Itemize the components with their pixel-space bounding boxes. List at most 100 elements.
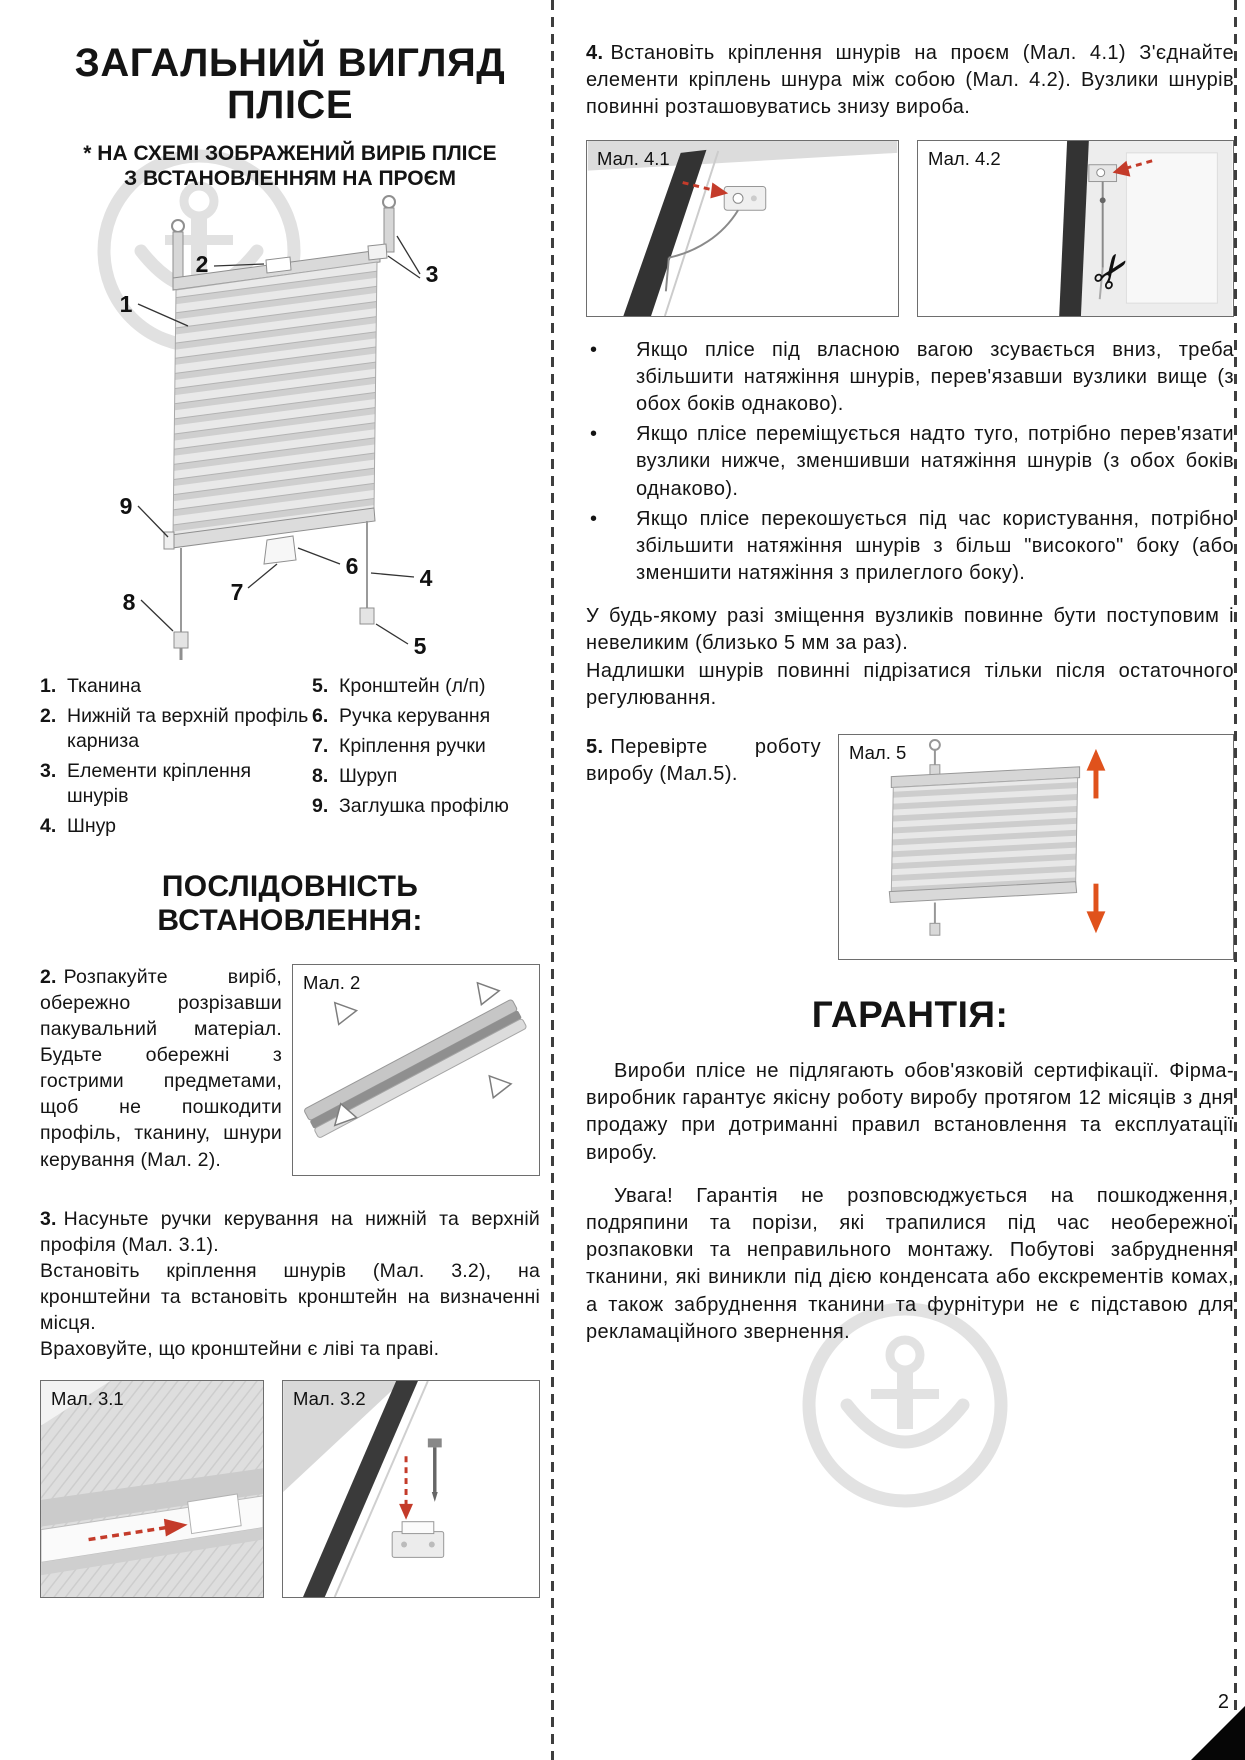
figure-3-1: Мал. 3.1 — [40, 1380, 264, 1599]
figure-4-1-label: Мал. 4.1 — [597, 147, 670, 169]
legend-num: 1. — [40, 675, 57, 697]
unpack-arrow-icons — [333, 981, 513, 1127]
cord-fixing-right — [359, 607, 375, 625]
cord-bracket — [723, 185, 767, 211]
bullet-item: • Якщо плісе перекошується під час корис… — [586, 506, 1234, 588]
legend-text: Шнур — [67, 814, 117, 837]
step3-paragraph-2: Встановіть кріплення шнурів (Мал. 3.2), … — [40, 1259, 540, 1335]
step4-number: 4. — [586, 42, 604, 64]
legend-item: 5. Кронштейн (л/п) — [312, 674, 540, 699]
figure-3-2-graphic — [283, 1381, 539, 1598]
section-title-installation: ПОСЛІДОВНІСТЬ ВСТАНОВЛЕННЯ: — [157, 869, 423, 937]
warranty-paragraph-1: Вироби плісе не підлягають обов'язковій … — [586, 1060, 1234, 1164]
adjustment-note-1: У будь-якому разі зміщення вузликів пови… — [586, 605, 1234, 655]
warranty-title: ГАРАНТІЯ: — [811, 994, 1009, 1035]
callout-4: 4 — [420, 565, 433, 591]
pleated-fabric — [172, 261, 378, 539]
down-arrow-icon — [1086, 883, 1106, 934]
bullet-marker: • — [590, 507, 598, 530]
figure-5: Мал. 5 — [838, 734, 1234, 960]
top-bracket-right — [382, 195, 396, 253]
brand-watermark-icon — [802, 1302, 1008, 1508]
legend-item: 8. Шуруп — [312, 764, 540, 789]
step3-text-1: Насуньте ручки керування на нижній та ве… — [40, 1207, 540, 1256]
page-title: ЗАГАЛЬНИЙ ВИГЛЯД ПЛІСЕ — [40, 42, 540, 127]
right-column: 4.Встановіть кріплення шнурів на проєм (… — [586, 40, 1234, 1346]
adjustment-bullet-list: • Якщо плісе під власною вагою зсуваєтьс… — [586, 337, 1234, 588]
legend-item: 7.Кріплення ручки — [312, 734, 540, 759]
legend-text: Кріплення ручки — [339, 734, 486, 757]
callout-6: 6 — [346, 553, 359, 579]
callout-9: 9 — [120, 493, 133, 519]
plisse-overview-diagram: 1 2 3 4 5 6 7 8 9 — [120, 195, 439, 660]
callout-1: 1 — [120, 291, 133, 317]
legend-text: Заглушка профілю — [339, 794, 509, 817]
legend-num: 4. — [40, 814, 57, 837]
figures-3-row: Мал. 3.1 — [40, 1380, 540, 1599]
figure-5-label: Мал. 5 — [849, 742, 907, 763]
page-title-line2: ПЛІСЕ — [227, 83, 353, 128]
legend-text: Ручка керування — [339, 704, 491, 727]
figure-5-graphic — [839, 735, 1233, 959]
page-subtitle: * НА СХЕМІ ЗОБРАЖЕНИЙ ВИРІБ ПЛІСЕ З ВСТА… — [40, 141, 540, 192]
mini-plisse — [888, 738, 1081, 936]
legend-item: 4. Шнур — [40, 814, 312, 839]
page-edge-dashed — [1234, 0, 1237, 1760]
red-dashed-arrow — [88, 1526, 167, 1542]
bullet-marker: • — [590, 338, 598, 361]
legend-item: 1. Тканина — [40, 674, 312, 699]
legend-text: Кронштейн (л/п) — [339, 675, 486, 697]
figure-3-2: Мал. 3.2 — [282, 1380, 540, 1599]
window-frame-edge — [623, 149, 707, 316]
legend-text: Нижній та верхній профіль карниза — [67, 704, 309, 752]
cord-clip-top — [265, 256, 292, 274]
legend-item: 9. Заглушка профілю — [312, 794, 540, 819]
red-dashed-arrow — [1124, 158, 1153, 170]
step2-number: 2. — [40, 965, 57, 988]
bullet-text: Якщо плісе переміщується надто туго, пот… — [636, 423, 1234, 500]
step5-number: 5. — [586, 736, 604, 758]
figure-4-2-label: Мал. 4.2 — [928, 147, 1001, 169]
callout-2: 2 — [196, 251, 209, 277]
legend-num: 8. — [312, 764, 329, 787]
bullet-text: Якщо плісе перекошується під час користу… — [636, 507, 1234, 585]
figure-4-2: Мал. 4.2 ✂ — [917, 139, 1234, 317]
legend-num: 6. — [312, 704, 329, 727]
packed-profile-bundle — [304, 999, 527, 1138]
window-frame-edge — [303, 1381, 418, 1598]
step4-text: Встановіть кріплення шнурів на проєм (Ма… — [586, 42, 1234, 119]
legend-column-1: 1.Тканина 2.Нижній та верхній профіль ка… — [40, 674, 312, 844]
page-number: 2 — [1217, 1691, 1229, 1713]
bullet-text: Якщо плісе під власною вагою зсувається … — [636, 338, 1234, 415]
step3-number: 3. — [40, 1207, 57, 1230]
control-handle — [263, 535, 297, 565]
step5-text: Перевірте роботу виробу (Мал.5). — [586, 736, 821, 786]
legend-text: Тканина — [67, 675, 142, 697]
step3-block: 3.Насуньте ручки керування на нижній та … — [40, 1206, 540, 1363]
bullet-item: • Якщо плісе переміщується надто туго, п… — [586, 421, 1234, 503]
bullet-marker: • — [590, 423, 598, 446]
legend-column-2: 5. Кронштейн (л/п) 6. Ручка керування 7.Кр… — [312, 674, 540, 844]
up-arrow-icon — [1086, 748, 1106, 799]
warranty-paragraph-2: Увага! Гарантія не розповсюджується на п… — [586, 1184, 1234, 1343]
top-bracket-left — [171, 219, 185, 279]
figure-4-2-graphic: ✂ — [918, 140, 1233, 316]
callout-lines — [137, 235, 421, 645]
legend-num: 5. — [312, 675, 329, 697]
cord-fixing-left — [173, 631, 189, 649]
callout-3: 3 — [426, 261, 439, 287]
page-subtitle-line1: * НА СХЕМІ ЗОБРАЖЕНИЙ ВИРІБ ПЛІСЕ — [83, 141, 497, 165]
legend-num: 3. — [40, 759, 57, 782]
profile-end-cap — [163, 531, 175, 550]
figure-2-graphic — [304, 981, 527, 1138]
left-column: ЗАГАЛЬНИЙ ВИГЛЯД ПЛІСЕ * НА СХЕМІ ЗОБРАЖ… — [40, 42, 540, 1599]
step5-paragraph: 5.Перевірте роботу виробу (Мал.5). — [586, 734, 821, 960]
step5-row: 5.Перевірте роботу виробу (Мал.5). Мал. … — [586, 734, 1234, 960]
legend-text: Елементи кріплення шнурів — [67, 759, 252, 807]
legend-num: 9. — [312, 794, 329, 817]
step2-row: 2.Розпакуйте виріб, обережно розрізавши … — [40, 963, 540, 1176]
legend-text: Шуруп — [339, 764, 398, 787]
figure-4-1-graphic — [587, 140, 898, 316]
window-frame-edge — [1059, 140, 1089, 316]
